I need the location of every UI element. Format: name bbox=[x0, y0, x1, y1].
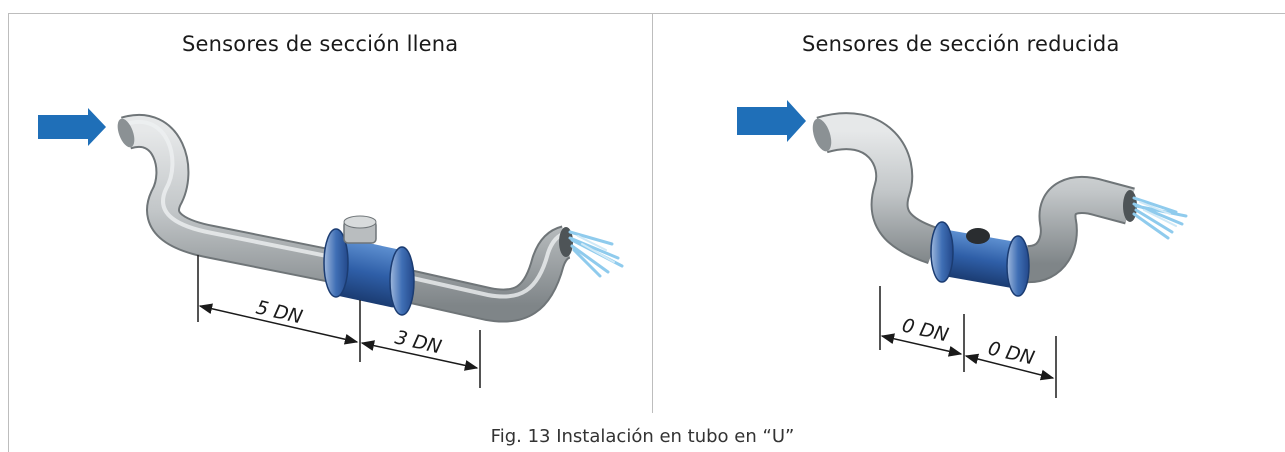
right-flow-meter bbox=[930, 221, 1030, 297]
left-panel-title: Sensores de sección llena bbox=[182, 32, 459, 56]
panel-divider bbox=[652, 13, 653, 413]
figure-caption: Fig. 13 Instalación en tubo en “U” bbox=[490, 426, 795, 447]
right-dim-label-2: 0 DN bbox=[986, 337, 1037, 369]
left-flow-arrow bbox=[38, 108, 106, 146]
right-dimension-lines bbox=[879, 286, 1057, 398]
left-dim-label-1: 5 DN bbox=[254, 296, 305, 328]
right-flow-arrow bbox=[737, 100, 806, 142]
left-flow-meter bbox=[323, 215, 415, 316]
left-dimension-lines bbox=[197, 255, 481, 388]
right-water-spray bbox=[1132, 196, 1188, 240]
left-pipe bbox=[117, 114, 573, 323]
left-dim-label-2: 3 DN bbox=[393, 326, 444, 358]
right-panel-title: Sensores de sección reducida bbox=[802, 32, 1120, 56]
left-water-spray bbox=[568, 230, 624, 278]
frame-left-border bbox=[8, 13, 9, 452]
frame-top-border bbox=[8, 13, 1285, 14]
right-pipe bbox=[812, 112, 1137, 283]
